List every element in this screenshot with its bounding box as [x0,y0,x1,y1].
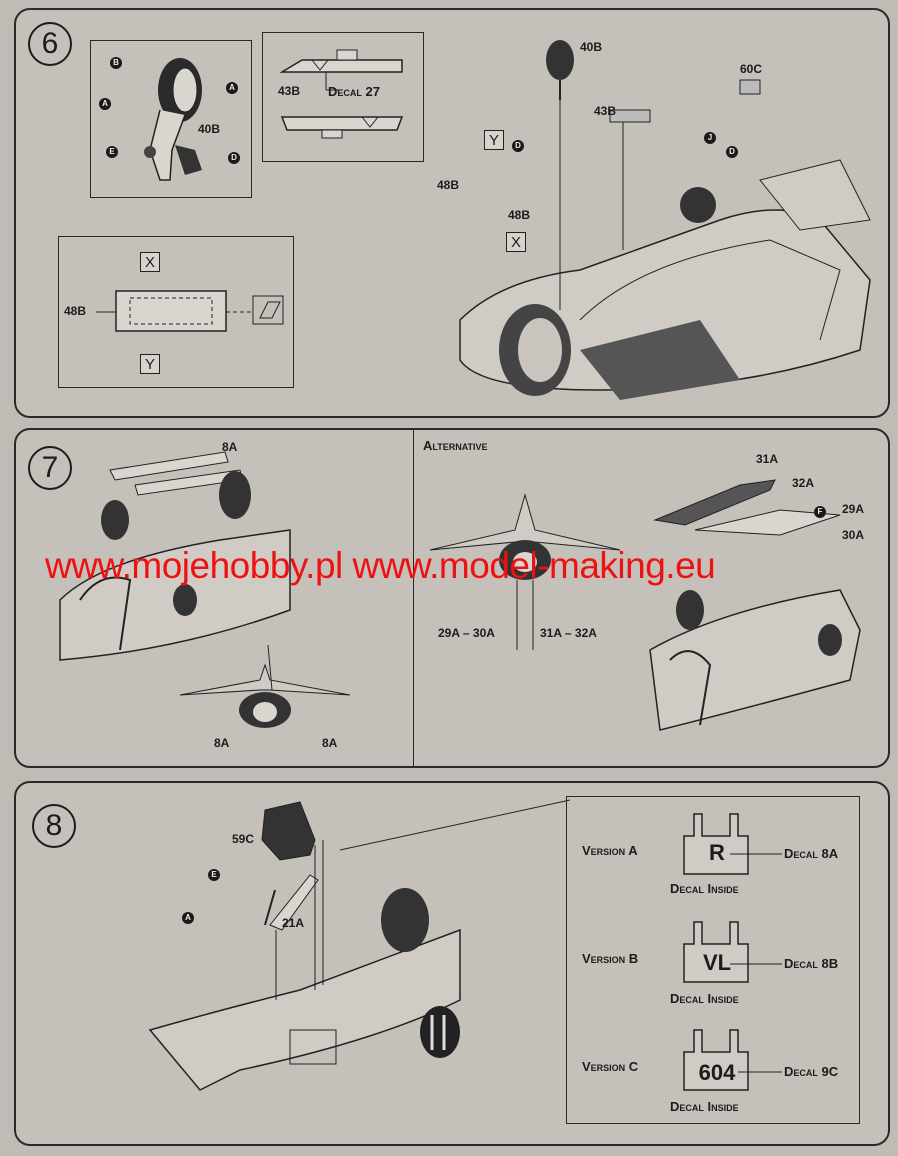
version-c-decal-text: 604 [698,1060,736,1085]
version-a-decal-text: R [709,840,725,865]
watermark-text: www.mojehobby.pl www.model-making.eu [45,545,716,586]
version-a-decal-ref: Decal 8A [784,846,839,861]
version-b-decal-inside: Decal Inside [670,991,739,1006]
marker-a-left: A [99,98,111,110]
marker-j: J [704,132,716,144]
version-a-decal-inside: Decal Inside [670,881,739,896]
version-c-decal-ref: Decal 9C [784,1064,839,1079]
marker-e-step8: E [208,869,220,881]
part-43b-main-label: 43B [594,104,617,118]
version-a-leader-line [730,853,782,855]
x-marker-main: X [506,232,526,252]
version-c-leader-line [738,1071,782,1073]
y-marker-main: Y [484,130,504,150]
step-6-number: 6 [28,22,72,66]
part-48b-detail-label: 48B [64,304,87,318]
decal-27-drawing [279,49,404,139]
version-c-decal-inside: Decal Inside [670,1099,739,1114]
part-30a-label: 30A [842,528,865,542]
marker-e: E [106,146,118,158]
version-a-headrest-drawing [683,813,749,875]
version-c-headrest-drawing [683,1029,749,1091]
step-7-divider [413,430,414,766]
part-60c-label: 60C [740,62,763,76]
step-8-number: 8 [32,804,76,848]
part-29a-label: 29A [842,502,865,516]
version-c-label: Version C [582,1059,639,1074]
versions-box [566,796,860,1124]
part-8a-left-label: 8A [214,736,230,750]
marker-d-main-right: D [726,146,738,158]
part-48b-main-label-top: 48B [437,178,460,192]
step-7-number: 7 [28,446,72,490]
part-40b-label: 40B [198,122,221,136]
version-b-headrest-drawing [683,921,749,983]
y-marker-box: Y [140,354,160,374]
decal-27-label: Decal 27 [328,84,380,99]
part-21a-label: 21A [282,916,305,930]
part-48b-main-label-bottom: 48B [508,208,531,222]
version-b-decal-ref: Decal 8B [784,956,839,971]
part-8a-top-label: 8A [222,440,238,454]
part-40b-main-label: 40B [580,40,603,54]
alternative-heading: Alternative [423,438,488,453]
part-43b-label: 43B [278,84,301,98]
range-29a-30a-label: 29A – 30A [438,626,495,640]
step-7-aircraft-drawing [59,451,351,728]
part-31a-label: 31A [756,452,779,466]
part-59c-label: 59C [232,832,255,846]
step-8-aircraft-drawing [148,799,571,1091]
part-8a-right-label: 8A [322,736,338,750]
part-48b-detail-box [58,236,294,388]
step-7-alternative-drawing [429,479,861,731]
marker-d: D [228,152,240,164]
step-6-aircraft-drawing [459,40,871,400]
marker-b: B [110,57,122,69]
version-b-label: Version B [582,951,639,966]
marker-a-step8: A [182,912,194,924]
version-a-label: Version A [582,843,638,858]
wheel-leg-drawing [144,58,202,181]
range-31a-32a-label: 31A – 32A [540,626,597,640]
marker-d-main-left: D [512,140,524,152]
wheel-leg-detail-box [90,40,252,198]
marker-f: F [814,506,826,518]
version-b-decal-text: VL [702,950,732,975]
part-32a-label: 32A [792,476,815,490]
x-marker-box: X [140,252,160,272]
decal-27-detail-box [262,32,424,162]
part-48b-drawing [96,290,284,332]
marker-a-right: A [226,82,238,94]
version-b-leader-line [730,963,782,965]
